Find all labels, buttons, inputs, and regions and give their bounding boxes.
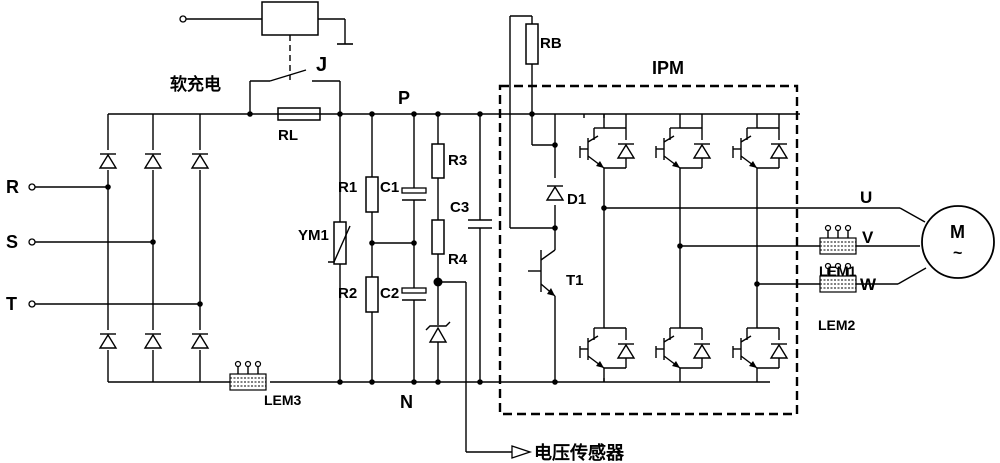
label-lem3: LEM3 [264,392,302,408]
label-ipm: IPM [652,58,684,78]
label-ym1: YM1 [298,227,329,244]
label-input-r: R [6,177,19,197]
label-out-u: U [860,188,872,207]
input-terminals [28,183,200,308]
label-c2: C2 [380,285,399,302]
bridge-diode [99,330,117,350]
output-lines [601,205,927,287]
ipm-box [498,84,799,416]
label-rb: RB [540,35,562,52]
inverter-leg-u [579,114,635,382]
label-input-t: T [6,294,17,314]
inverter-leg-v [655,117,711,379]
rectifier-bridge [99,113,250,383]
bridge-diode [99,150,117,170]
label-t1: T1 [566,272,584,289]
label-relay-j: J [316,54,327,76]
label-input-s: S [6,232,18,252]
label-bus-p: P [398,88,410,108]
label-c1: C1 [380,179,399,196]
label-voltage-sensor: 电压传感器 [534,442,625,463]
resistor-r3-r4 [425,114,533,459]
inverter-leg-w [732,117,788,379]
capacitor-c1-c2 [401,114,427,382]
label-r1: R1 [338,179,357,196]
bridge-diode [191,150,209,170]
bridge-diode [144,330,162,350]
capacitor-c3 [468,114,492,382]
resistor-r1-r2 [365,114,417,382]
bridge-diode [191,330,209,350]
relay-j [179,1,353,114]
varistor-ym1 [328,114,351,382]
label-bus-n: N [400,392,413,412]
label-lem2: LEM2 [818,317,856,333]
label-motor-m: M [950,222,965,242]
dc-bus [250,111,800,385]
label-out-v: V [862,228,874,247]
relay-coil [261,1,319,36]
label-r4: R4 [448,251,468,268]
label-motor-tilde: ~ [953,245,962,262]
label-soft-charge: 软充电 [170,74,221,94]
label-d1: D1 [567,191,586,208]
leg-bus-ties [603,114,780,382]
label-out-w: W [860,275,877,294]
motor [921,205,995,279]
lem1-sensor [819,224,857,255]
bridge-diode [144,150,162,170]
label-c3: C3 [450,199,469,216]
label-r3: R3 [448,152,467,169]
label-rl: RL [278,127,298,144]
label-lem1: LEM1 [819,263,857,279]
label-r2: R2 [338,285,357,302]
brake-circuit [509,15,564,382]
lem3-sensor [229,360,267,391]
